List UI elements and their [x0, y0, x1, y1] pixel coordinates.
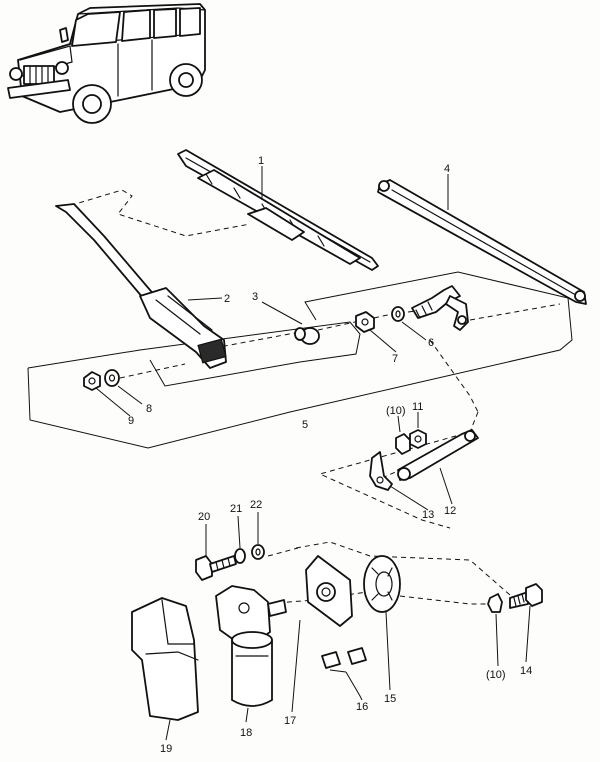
callout-8: 8 [146, 403, 152, 415]
callout-10-lower: (10) [486, 669, 506, 681]
callout-20: 20 [198, 511, 210, 523]
callout-17: 17 [284, 715, 296, 727]
callout-labels: 1 2 3 4 5 6 7 8 9 (10) 11 12 13 (10) 14 … [128, 155, 532, 755]
callout-11: 11 [412, 401, 423, 413]
wiper-spindle [411, 285, 469, 331]
screw-20 [195, 555, 237, 581]
callout-18: 18 [240, 727, 252, 739]
callout-15: 15 [384, 693, 396, 705]
callout-12: 12 [444, 505, 456, 517]
wiper-motor [215, 585, 287, 707]
callout-5: 5 [302, 419, 308, 431]
nut-11 [409, 429, 427, 449]
spacer-10-lower [487, 593, 503, 613]
callout-21: 21 [230, 503, 242, 515]
assembly-lines [61, 189, 561, 605]
washer-8 [104, 369, 120, 387]
crank-bracket [369, 451, 393, 491]
nut-7 [355, 311, 375, 333]
group-5-outline [27, 271, 573, 449]
callout-1: 1 [258, 155, 264, 167]
mounting-plate [305, 555, 353, 627]
callout-16: 16 [356, 701, 368, 713]
spring-washer-21 [234, 548, 246, 564]
grommet [294, 327, 320, 345]
vehicle-illustration [7, 3, 206, 124]
wiper-blade [177, 149, 379, 271]
callout-22: 22 [250, 499, 262, 511]
nut-9 [83, 371, 101, 391]
callout-7: 7 [392, 353, 398, 365]
crank-arm [397, 429, 479, 481]
callout-2: 2 [224, 293, 230, 305]
callout-10-upper: (10) [386, 405, 406, 417]
callout-19: 19 [160, 743, 172, 755]
callout-4: 4 [444, 163, 450, 175]
motor-cover [131, 597, 199, 721]
carbon-brushes [321, 647, 367, 669]
callout-3: 3 [252, 291, 258, 303]
callout-14: 14 [520, 665, 532, 677]
leader-lines [95, 166, 531, 741]
gear-disc [363, 555, 401, 613]
callout-9: 9 [128, 415, 134, 427]
linkage-rod [377, 179, 587, 305]
washer-6 [391, 306, 405, 322]
callout-6: 6 [428, 337, 434, 349]
callout-13: 13 [422, 509, 434, 521]
bolt-14 [509, 583, 543, 609]
washer-22 [251, 544, 265, 560]
wiper-arm [55, 203, 227, 369]
spacer-10-upper [395, 433, 411, 455]
